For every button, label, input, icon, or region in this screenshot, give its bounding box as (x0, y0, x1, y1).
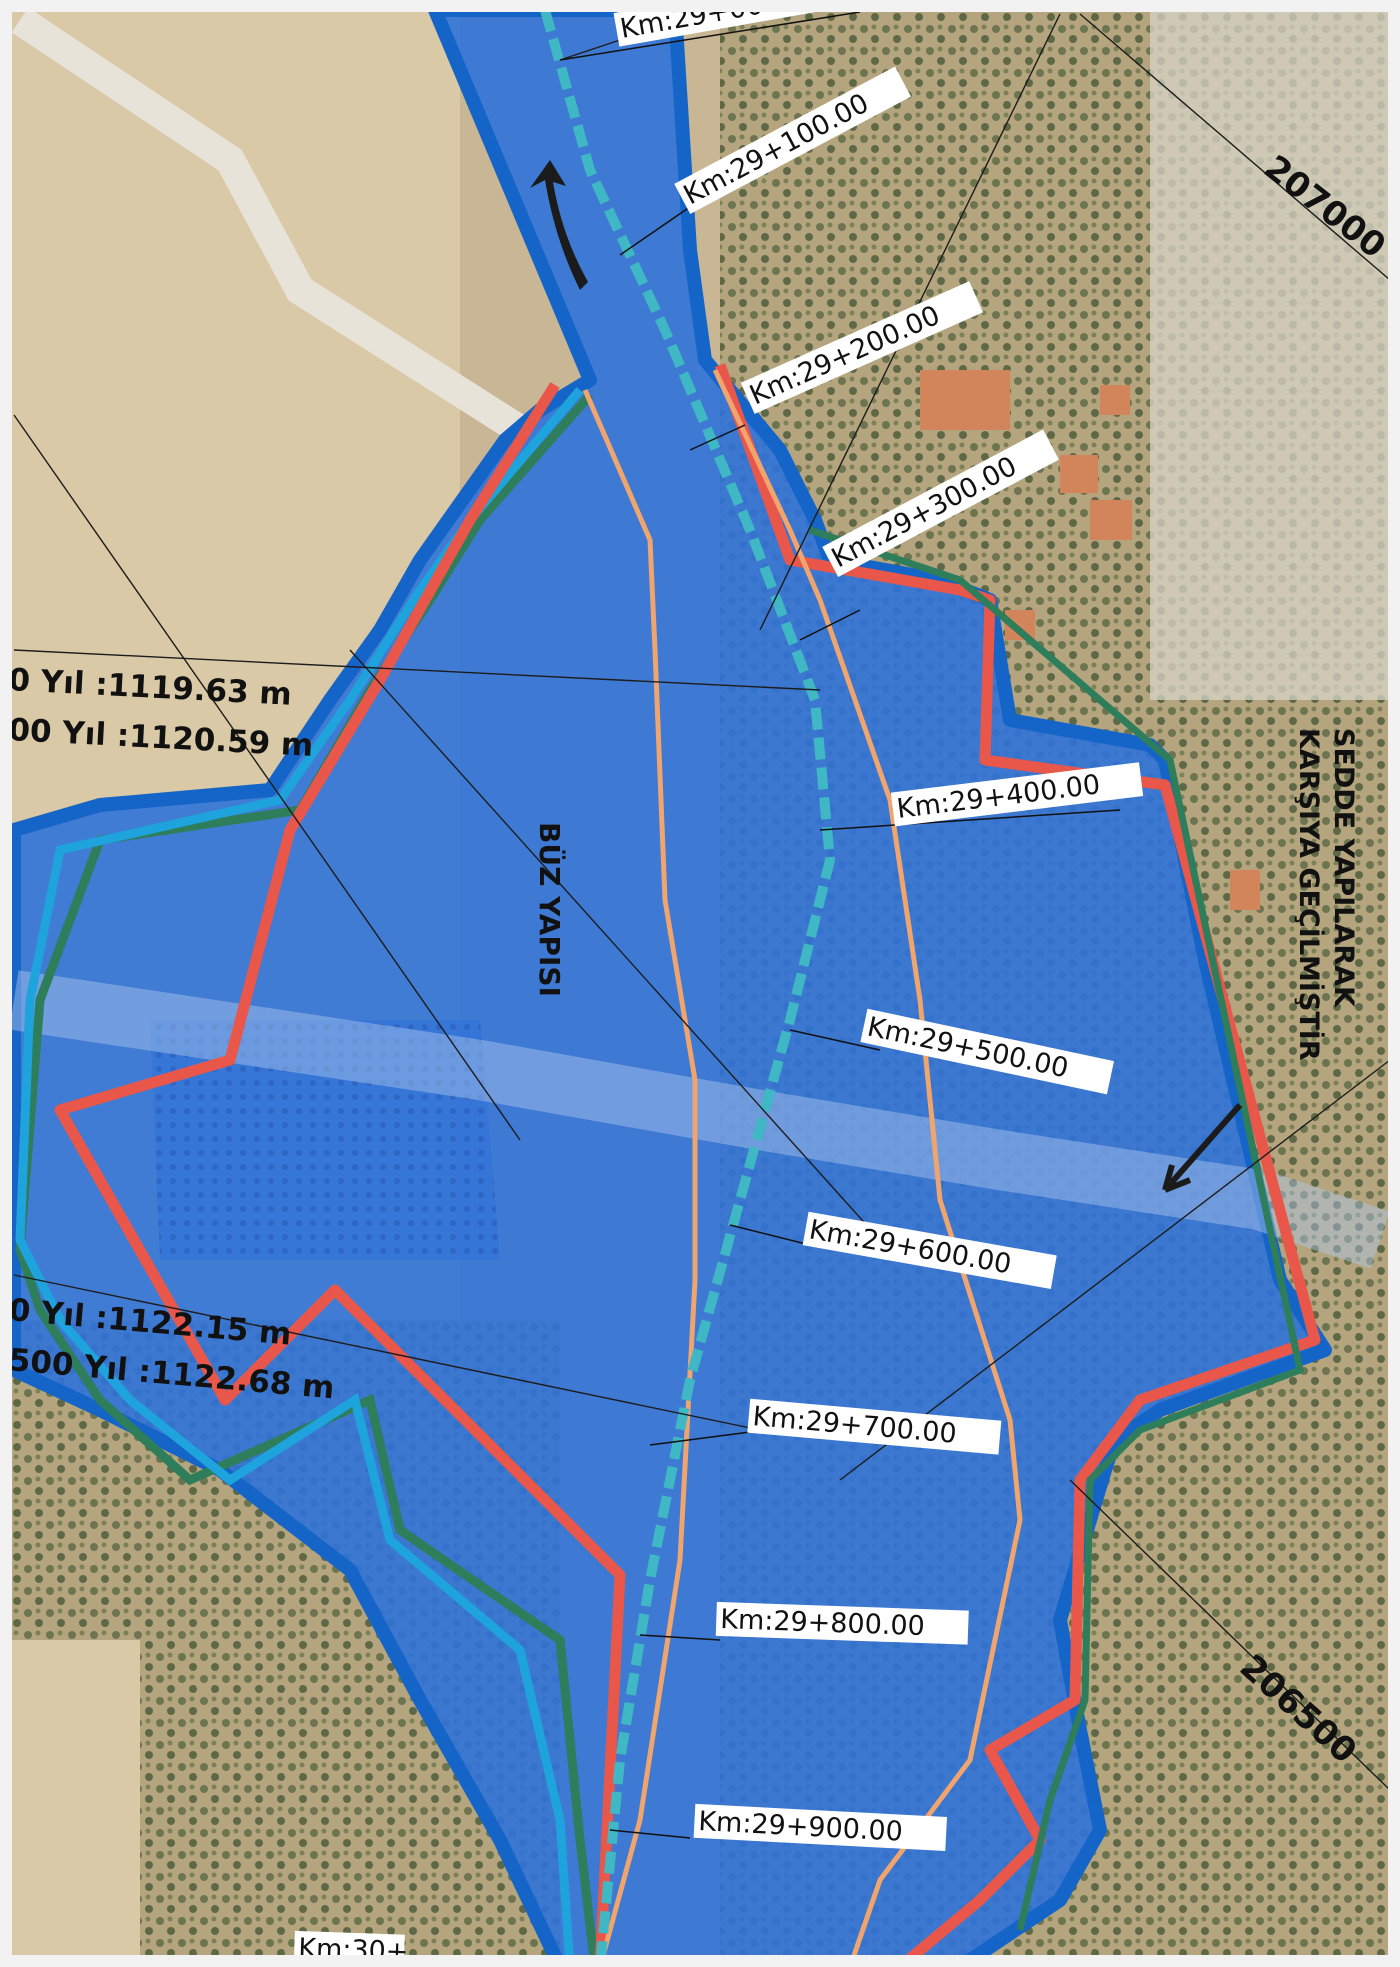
chainage-label: Km:29+800.00 (720, 1604, 926, 1642)
road (11, 7, 529, 443)
channel-edge-east (712, 368, 1023, 1967)
boundary-green-east (808, 526, 1305, 1931)
rocky-area (1150, 0, 1400, 700)
river-centerline (540, 8, 836, 1967)
village-buildings (920, 370, 1260, 910)
channel-edge-west (582, 389, 698, 1967)
boundary-red-east (714, 363, 1321, 1967)
flood-area-texture (150, 1020, 500, 1260)
annotation-line: SEDDE YAPILARAK (1328, 728, 1359, 1008)
annotation-group: SEDDE YAPILARAK KARŞIYA GEÇİLMİŞTİR (1293, 728, 1359, 1061)
boundary-red (54, 382, 626, 1967)
structure-label: BÜZ YAPISI (533, 822, 567, 997)
flood-area (7, 3, 1332, 1967)
sedde-arrow-icon (1162, 1103, 1243, 1193)
survey-lines (13, 13, 1391, 1791)
flow-arrow-icon (530, 160, 588, 290)
chainage-leaders (559, 11, 1121, 1839)
field-southwest (0, 1640, 140, 1967)
annotation-line: KARŞIYA GEÇİLMİŞTİR (1293, 728, 1325, 1061)
